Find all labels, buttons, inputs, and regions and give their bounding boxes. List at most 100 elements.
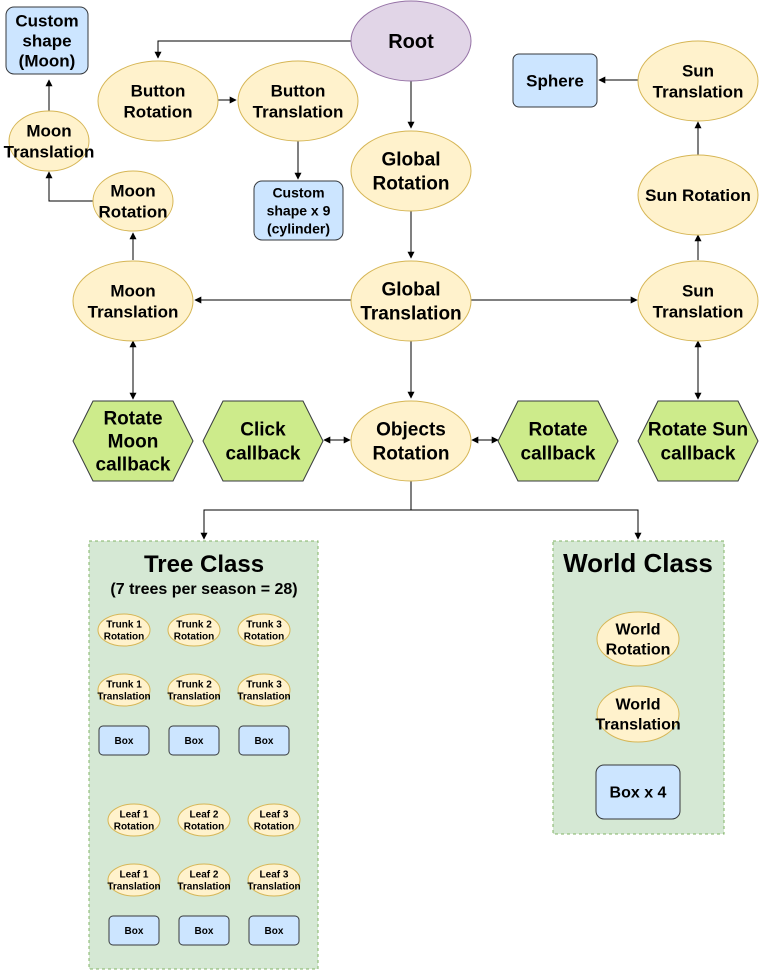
world-box-node-shape xyxy=(595,764,681,820)
root-node[interactable]: Root xyxy=(350,0,472,82)
leaf3-box-node[interactable]: Box xyxy=(248,915,300,946)
moon-translation-top-node-label: Moon xyxy=(26,121,71,140)
leaf3-box-node-label: Box xyxy=(265,926,284,937)
click-callback-node-label: Click xyxy=(240,420,286,441)
objects-rotation-node-label: Rotation xyxy=(372,444,449,465)
trunk1-rotation-node-label: Rotation xyxy=(104,632,145,643)
rotate-sun-callback-node-label: Rotate Sun xyxy=(648,420,748,441)
sun-translation-node-label: Translation xyxy=(653,302,744,321)
trunk3-rotation-node-label: Trunk 3 xyxy=(246,620,282,631)
trunk1-translation-node-label: Trunk 1 xyxy=(106,680,142,691)
trunk2-box-node[interactable]: Box xyxy=(168,725,220,756)
sun-translation-top-node-label: Sun xyxy=(682,61,714,80)
root-node-shape xyxy=(350,0,472,82)
sun-translation-node-label: Sun xyxy=(682,281,714,300)
leaf2-rotation-node-shape xyxy=(177,803,231,837)
trunk3-rotation-node-shape xyxy=(237,613,291,647)
trunk1-rotation-node-label: Trunk 1 xyxy=(106,620,142,631)
sphere-node-shape xyxy=(512,53,598,108)
button-rotation-node-label: Button xyxy=(131,81,186,100)
leaf3-rotation-node-shape xyxy=(247,803,301,837)
trunk1-box-node[interactable]: Box xyxy=(98,725,150,756)
trunk3-box-node[interactable]: Box xyxy=(238,725,290,756)
custom-shape-cylinder-node-label: shape x 9 xyxy=(267,202,331,218)
trunk1-box-node-label: Box xyxy=(115,736,134,747)
trunk2-translation-node-label: Translation xyxy=(167,692,220,703)
leaf1-rotation-node-label: Rotation xyxy=(114,822,155,833)
sun-rotation-node-label: Sun Rotation xyxy=(645,186,751,205)
world-box-node[interactable]: Box x 4 xyxy=(595,764,681,820)
rotate-sun-callback-node-shape xyxy=(637,400,759,482)
rotate-callback-node-label: callback xyxy=(521,444,596,465)
trunk1-box-node-shape xyxy=(98,725,150,756)
world-translation-node-label: Translation xyxy=(595,717,680,734)
world-rotation-node-label: Rotation xyxy=(606,642,671,659)
custom-shape-moon-node-label: shape xyxy=(22,31,71,50)
sphere-node[interactable]: Sphere xyxy=(512,53,598,108)
world-rotation-node-shape xyxy=(596,611,680,667)
global-translation-node-shape xyxy=(350,260,472,342)
nodes-layer: Tree Class(7 trees per season = 28)World… xyxy=(4,0,759,970)
leaf3-rotation-node-label: Rotation xyxy=(254,822,295,833)
custom-shape-cylinder-node-shape xyxy=(253,180,344,241)
rotate-moon-callback-node-label: Moon xyxy=(108,432,159,453)
rotate-moon-callback-node-label: Rotate xyxy=(103,409,162,430)
click-callback-node-shape xyxy=(202,400,324,482)
tree-class-subtitle: (7 trees per season = 28) xyxy=(110,581,297,598)
leaf1-rotation-node-shape xyxy=(107,803,161,837)
sun-translation-node-shape xyxy=(637,260,759,342)
world-rotation-node-label: World xyxy=(615,622,660,639)
edge-root-to-button-rotation xyxy=(154,40,352,59)
global-translation-node-label: Translation xyxy=(360,304,461,325)
world-box-node-label: Box x 4 xyxy=(610,785,667,802)
moon-translation-node-label: Moon xyxy=(110,281,155,300)
trunk1-translation-node-label: Translation xyxy=(97,692,150,703)
leaf2-translation-node-shape xyxy=(177,863,231,897)
moon-translation-node-shape xyxy=(72,260,194,342)
leaf1-box-node[interactable]: Box xyxy=(108,915,160,946)
world-class-title: World Class xyxy=(563,548,713,578)
moon-translation-top-node-label: Translation xyxy=(4,142,95,161)
trunk1-translation-node-shape xyxy=(97,673,151,707)
objects-rotation-node-shape xyxy=(350,400,472,482)
moon-rotation-node-shape xyxy=(92,170,174,232)
leaf3-translation-node-shape xyxy=(247,863,301,897)
edge-objects-to-world-class xyxy=(411,509,642,540)
leaf2-box-node[interactable]: Box xyxy=(178,915,230,946)
sun-rotation-node[interactable]: Sun Rotation xyxy=(637,154,759,236)
trunk3-box-node-label: Box xyxy=(255,736,274,747)
sun-translation-top-node-shape xyxy=(637,40,759,122)
leaf1-box-node-shape xyxy=(108,915,160,946)
